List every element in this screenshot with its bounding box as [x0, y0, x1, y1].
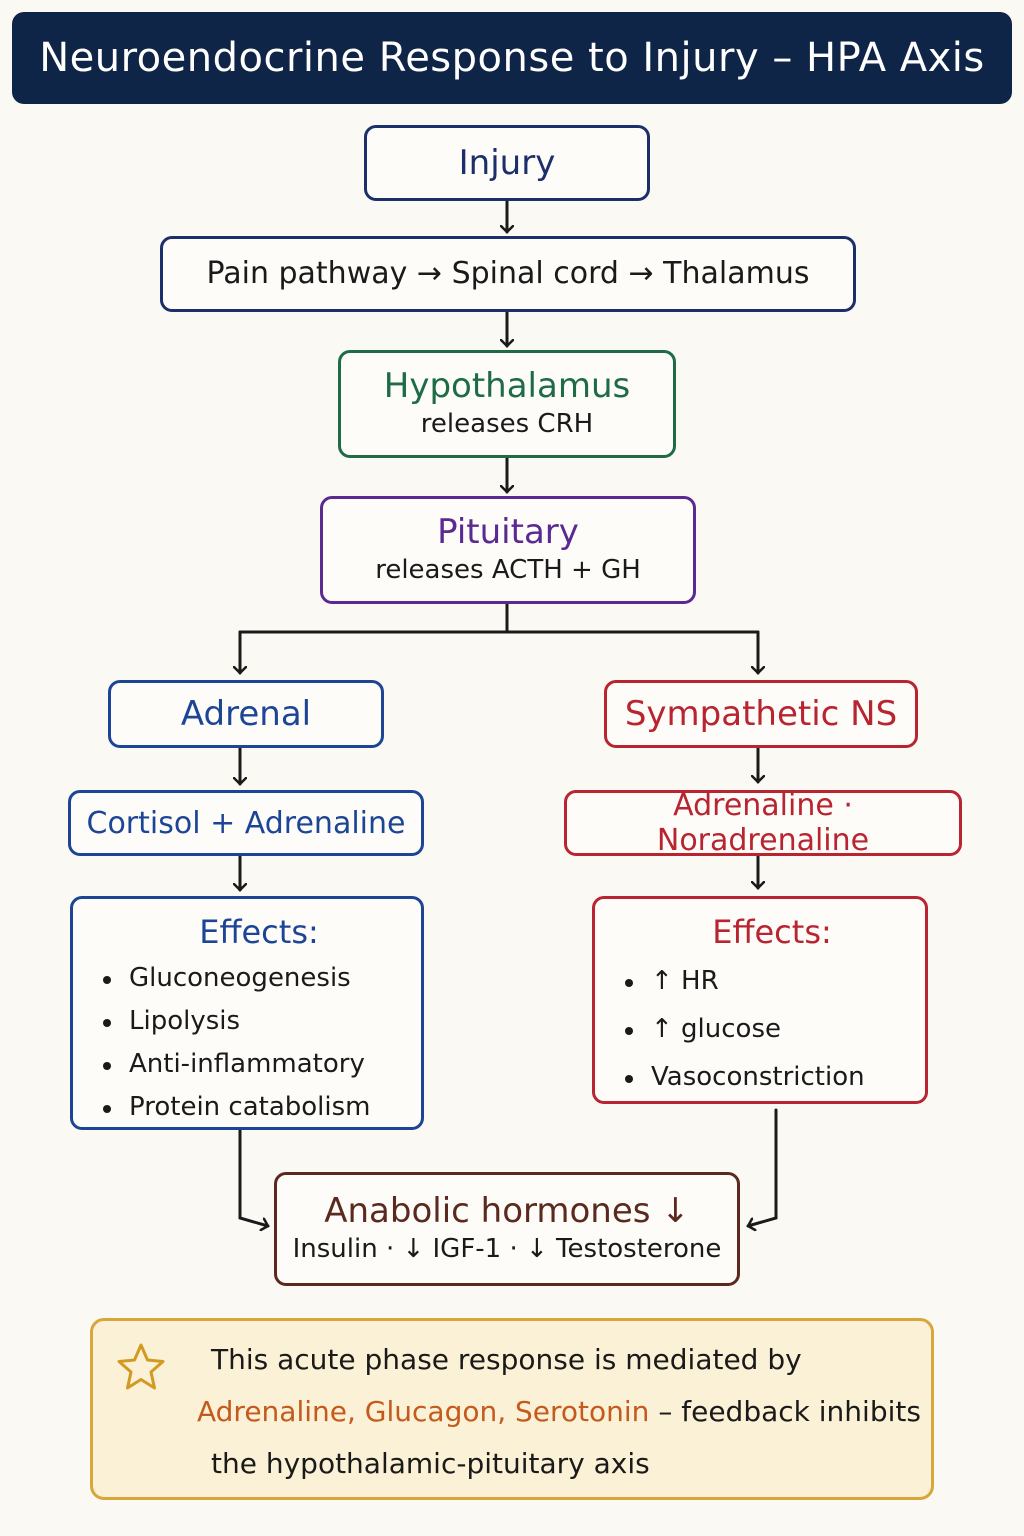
list-item: Anti-inflammatory: [97, 1043, 371, 1086]
sympathetic-box: Sympathetic NS: [604, 680, 918, 748]
hypothalamus-title: Hypothalamus: [383, 366, 631, 407]
hypothalamus-sub: releases CRH: [420, 408, 594, 439]
adrenal-effects-box: Effects: Gluconeogenesis Lipolysis Anti-…: [70, 896, 424, 1130]
sympathetic-hormones-box: Adrenaline · Noradrenaline: [564, 788, 962, 858]
anabolic-box: Anabolic hormones ↓ Insulin · ↓ IGF-1 · …: [274, 1172, 740, 1286]
arrow-right-effects-to-anabolic: [748, 1108, 778, 1226]
pain-pathway-label: Pain pathway → Spinal cord → Thalamus: [206, 255, 810, 291]
note-line-3: the hypothalamic-pituitary axis: [211, 1447, 650, 1480]
pituitary-sub: releases ACTH + GH: [375, 554, 641, 585]
diagram-title: Neuroendocrine Response to Injury – HPA …: [39, 35, 985, 81]
list-item: Gluconeogenesis: [97, 957, 371, 1000]
sympathetic-effects-box: Effects: ↑ HR ↑ glucose Vasoconstriction: [592, 896, 928, 1104]
pituitary-box: Pituitary releases ACTH + GH: [320, 496, 696, 604]
anabolic-title: Anabolic hormones ↓: [324, 1191, 690, 1232]
pituitary-title: Pituitary: [437, 512, 579, 553]
note-line-2: Adrenaline, Glucagon, Serotonin – feedba…: [197, 1395, 921, 1428]
note-box: This acute phase response is mediated by…: [90, 1318, 934, 1500]
injury-box: Injury: [364, 125, 650, 201]
injury-label: Injury: [458, 142, 556, 183]
adrenal-box: Adrenal: [108, 680, 384, 748]
list-item: Protein catabolism: [97, 1086, 371, 1129]
branch-line: [238, 602, 760, 634]
hypothalamus-box: Hypothalamus releases CRH: [338, 350, 676, 458]
adrenal-title: Adrenal: [180, 693, 312, 734]
list-item: ↑ glucose: [619, 1005, 865, 1053]
anabolic-sub: Insulin · ↓ IGF-1 · ↓ Testosterone: [292, 1233, 722, 1264]
note-highlight: Adrenaline, Glucagon, Serotonin: [197, 1395, 650, 1428]
list-item: Vasoconstriction: [619, 1053, 865, 1101]
sympathetic-effects-title: Effects:: [712, 913, 832, 951]
note-line-1: This acute phase response is mediated by: [211, 1343, 802, 1376]
list-item: Lipolysis: [97, 1000, 371, 1043]
sympathetic-title: Sympathetic NS: [624, 693, 898, 734]
note-line-2-rest: – feedback inhibits: [649, 1395, 921, 1428]
adrenal-hormones-box: Cortisol + Adrenaline: [68, 790, 424, 856]
pain-pathway-box: Pain pathway → Spinal cord → Thalamus: [160, 236, 856, 312]
list-item: ↑ HR: [619, 957, 865, 1005]
sympathetic-effects-list: ↑ HR ↑ glucose Vasoconstriction: [619, 957, 865, 1101]
adrenal-effects-title: Effects:: [199, 913, 319, 951]
adrenal-hormones-label: Cortisol + Adrenaline: [86, 805, 406, 841]
sympathetic-hormones-label: Adrenaline · Noradrenaline: [656, 788, 870, 858]
adrenal-effects-list: Gluconeogenesis Lipolysis Anti-inflammat…: [97, 957, 371, 1129]
title-bar: Neuroendocrine Response to Injury – HPA …: [12, 12, 1012, 104]
arrow-left-effects-to-anabolic: [238, 1128, 268, 1226]
star-icon: [117, 1343, 165, 1390]
